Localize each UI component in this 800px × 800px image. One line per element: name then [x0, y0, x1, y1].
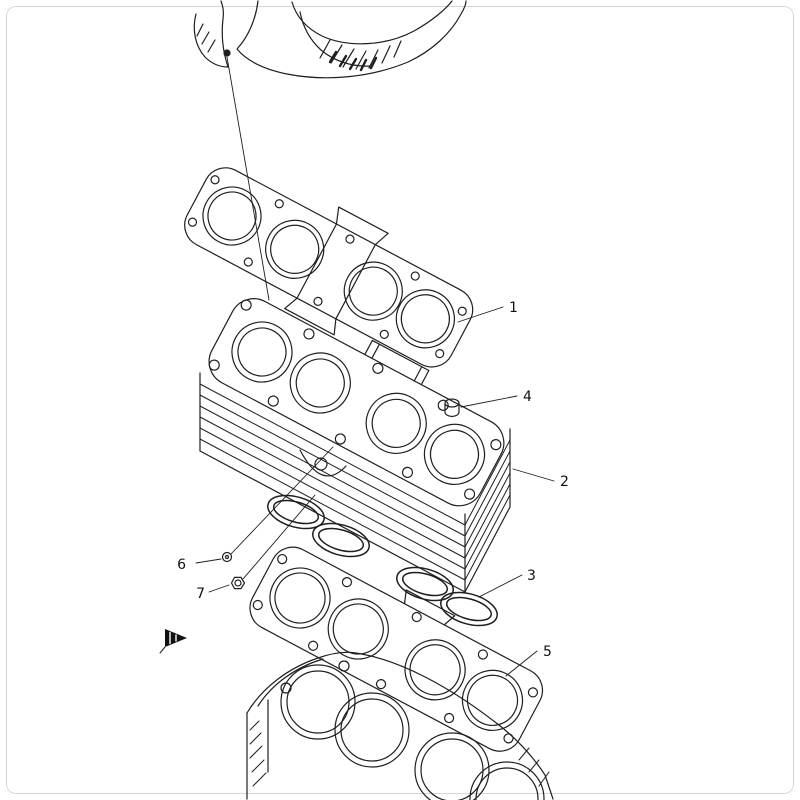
o-ring	[267, 494, 325, 530]
base-gasket-part-5	[249, 546, 544, 752]
leader-line-2	[512, 468, 555, 482]
pin-part-6	[221, 446, 334, 563]
o-ring	[396, 566, 454, 602]
leader-line-6	[195, 558, 222, 564]
leader-line-1	[457, 306, 504, 323]
dowel-pin-part-4	[444, 398, 460, 418]
cylinder-block-top-face	[208, 298, 505, 507]
cylinder-block-part-2	[199, 298, 511, 593]
alignment-line	[226, 56, 270, 301]
part-label-4: 4	[523, 389, 532, 405]
cylinder-head-partial-view	[193, 0, 467, 79]
stud-dot	[223, 49, 231, 57]
leader-line-5	[505, 650, 538, 677]
head-gasket-part-1	[184, 167, 474, 368]
o-ring	[312, 522, 370, 558]
cam-chain-arch	[299, 449, 347, 477]
cooling-fins-front	[199, 372, 466, 593]
cam-chain-tower	[364, 339, 430, 386]
stud-holes	[208, 299, 502, 500]
leader-lines	[195, 306, 555, 677]
leader-line-3	[478, 574, 523, 598]
part-label-1: 1	[509, 300, 518, 316]
base-gasket-bolt-holes	[252, 553, 539, 744]
o-rings-part-3	[267, 494, 498, 627]
o-ring	[440, 591, 498, 627]
leader-line-4	[460, 395, 518, 408]
nut-part-7	[230, 494, 316, 590]
crankcase-partial-view	[246, 651, 554, 800]
part-labels: 1 2 3 4 5 6 7	[177, 300, 569, 660]
part-label-3: 3	[527, 568, 536, 584]
part-label-2: 2	[560, 474, 569, 490]
leader-line-7	[208, 584, 230, 593]
head-gasket-bolt-holes	[187, 175, 467, 359]
cam-tunnel-tab	[335, 206, 389, 246]
cooling-fins-right	[464, 428, 511, 593]
diagram-root: 1 2 3 4 5 6 7	[159, 0, 569, 800]
section-flag-icon	[159, 629, 187, 654]
part-label-6: 6	[177, 557, 186, 573]
part-label-7: 7	[196, 586, 205, 602]
part-label-5: 5	[543, 644, 552, 660]
